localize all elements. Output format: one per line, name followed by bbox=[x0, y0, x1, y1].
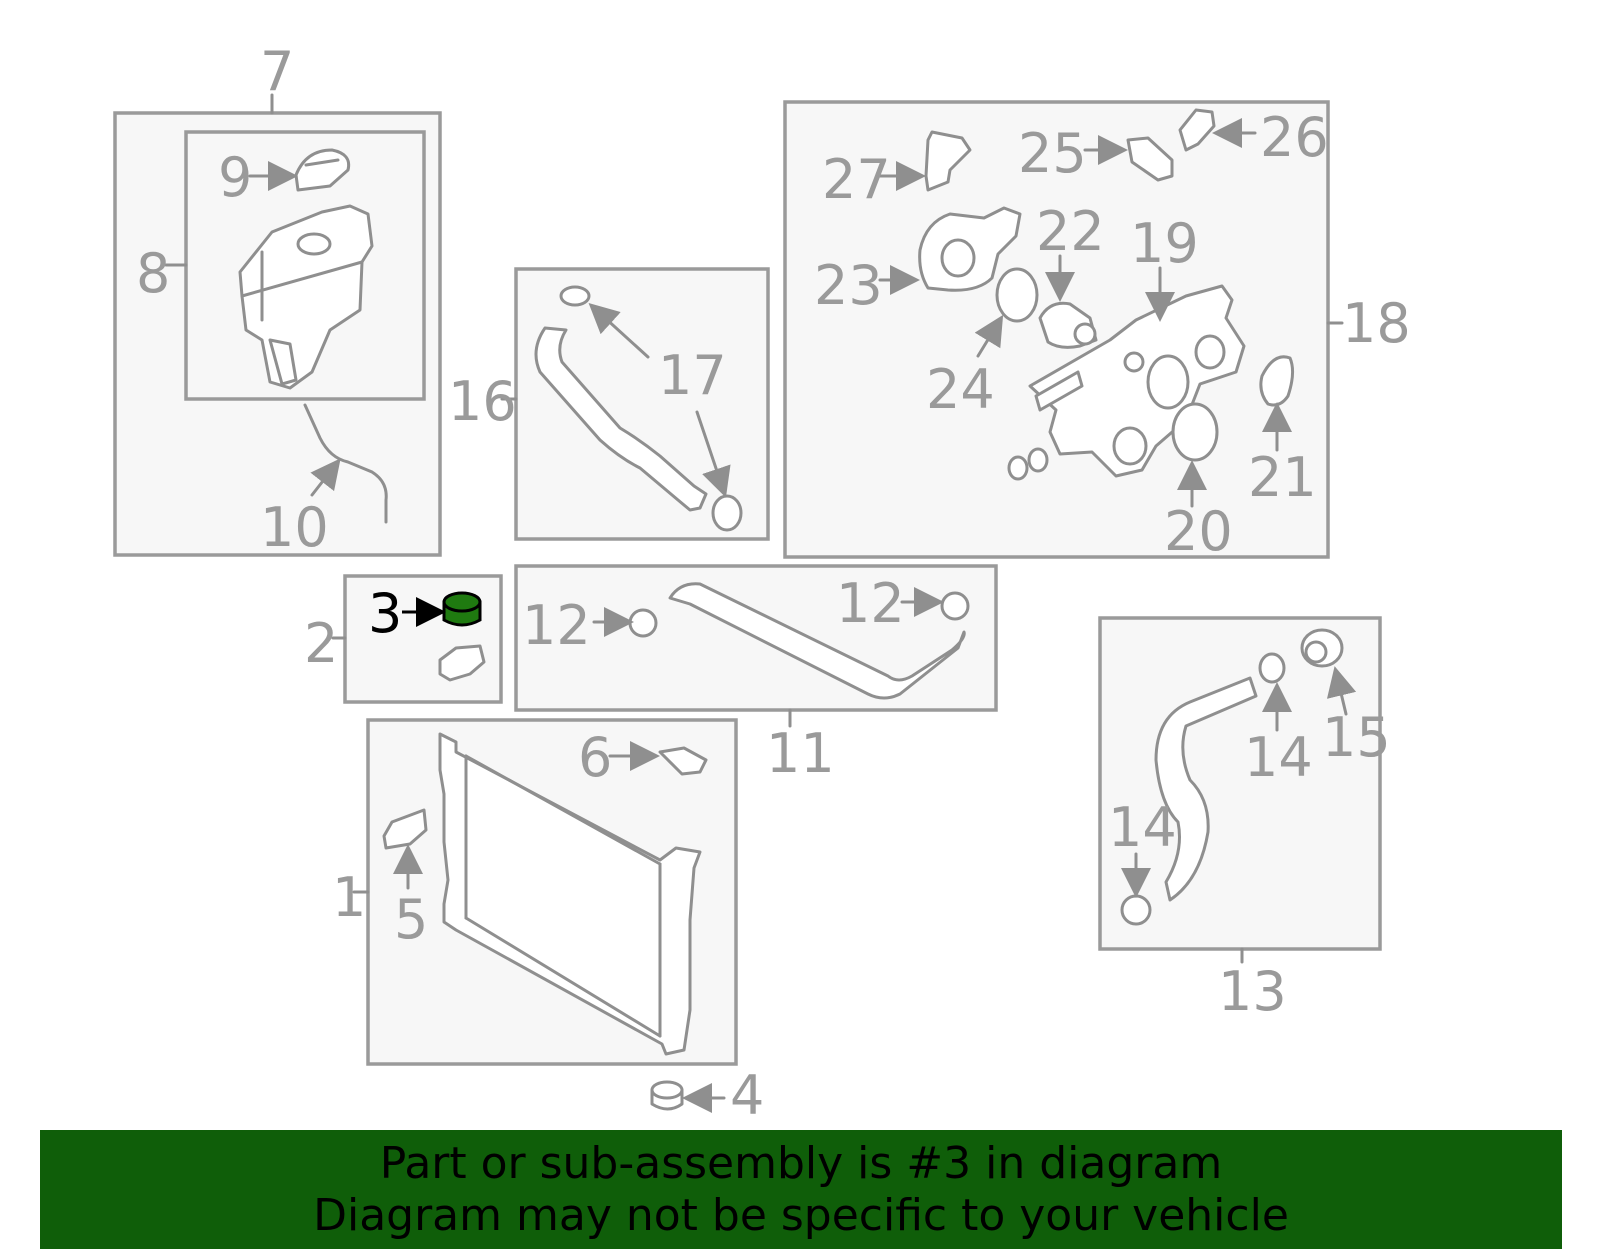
o-ring-17b bbox=[711, 494, 743, 532]
label-21: 21 bbox=[1248, 446, 1317, 509]
clamp-14a-part bbox=[1258, 652, 1286, 684]
housing-19-part bbox=[1028, 284, 1246, 478]
label-25: 25 bbox=[1018, 122, 1087, 185]
sensor-25-part bbox=[1126, 136, 1174, 182]
clamp-12a-part bbox=[628, 608, 658, 638]
clamp-14b-part bbox=[1120, 894, 1152, 926]
label-12a: 12 bbox=[522, 594, 591, 657]
label-24: 24 bbox=[926, 358, 995, 421]
bracket-27-part bbox=[924, 130, 972, 192]
label-17: 17 bbox=[658, 344, 727, 407]
reservoir-tank-part bbox=[238, 204, 374, 390]
group-18-thermostat bbox=[783, 100, 1344, 559]
label-27: 27 bbox=[822, 148, 891, 211]
bracket-6-part bbox=[658, 746, 708, 776]
label-7: 7 bbox=[260, 40, 294, 103]
label-14a: 14 bbox=[1244, 726, 1313, 789]
label-15: 15 bbox=[1322, 706, 1391, 769]
label-5: 5 bbox=[394, 888, 428, 951]
label-12b: 12 bbox=[836, 572, 905, 635]
label-16: 16 bbox=[448, 370, 517, 433]
bracket-5-part bbox=[382, 808, 428, 850]
label-2: 2 bbox=[304, 612, 338, 675]
radiator-part bbox=[438, 732, 702, 1056]
upper-hose-part bbox=[534, 326, 708, 512]
insulator-part bbox=[438, 644, 486, 682]
o-ring-small-b bbox=[1027, 447, 1049, 473]
label-6: 6 bbox=[578, 726, 612, 789]
label-18: 18 bbox=[1342, 292, 1411, 355]
group-11-lower-hose bbox=[514, 564, 998, 728]
label-26: 26 bbox=[1260, 106, 1329, 169]
label-20: 20 bbox=[1164, 500, 1233, 563]
banner-line-2: Diagram may not be specific to your vehi… bbox=[313, 1190, 1289, 1241]
gasket-20-part bbox=[1171, 402, 1219, 462]
group-2 bbox=[331, 574, 503, 704]
info-banner: Part or sub-assembly is #3 in diagram Di… bbox=[40, 1130, 1562, 1249]
group-16-upper-hose bbox=[500, 267, 770, 541]
gasket-21-part bbox=[1259, 355, 1295, 407]
label-1: 1 bbox=[332, 866, 366, 929]
label-4: 4 bbox=[730, 1064, 764, 1127]
group-13-heater-hose bbox=[1098, 616, 1382, 964]
label-9: 9 bbox=[218, 146, 252, 209]
gasket-24-part bbox=[995, 267, 1039, 323]
reservoir-hose-part bbox=[303, 403, 388, 524]
label-19: 19 bbox=[1130, 212, 1199, 275]
group-7-reservoir bbox=[113, 93, 442, 557]
lower-hose-part bbox=[668, 582, 966, 700]
part-4-mount bbox=[650, 1080, 726, 1113]
callout-labels: 1 2 3 4 5 6 7 8 9 10 11 12 12 13 14 14 1… bbox=[136, 40, 1411, 1127]
heater-hose-part bbox=[1154, 676, 1258, 902]
group-1-radiator bbox=[352, 718, 738, 1066]
clamp-12b-part bbox=[940, 591, 970, 621]
label-10: 10 bbox=[260, 496, 329, 559]
o-ring-17a bbox=[559, 285, 591, 307]
label-13: 13 bbox=[1218, 960, 1287, 1023]
label-22: 22 bbox=[1036, 200, 1105, 263]
label-8: 8 bbox=[136, 242, 170, 305]
label-14b: 14 bbox=[1108, 796, 1177, 859]
o-ring-small-a bbox=[1007, 455, 1029, 481]
reservoir-cap-part bbox=[294, 148, 351, 192]
label-11: 11 bbox=[766, 722, 835, 785]
label-3: 3 bbox=[368, 582, 402, 645]
part-3-highlighted bbox=[442, 591, 482, 627]
banner-line-1: Part or sub-assembly is #3 in diagram bbox=[379, 1138, 1223, 1189]
label-23: 23 bbox=[814, 254, 883, 317]
